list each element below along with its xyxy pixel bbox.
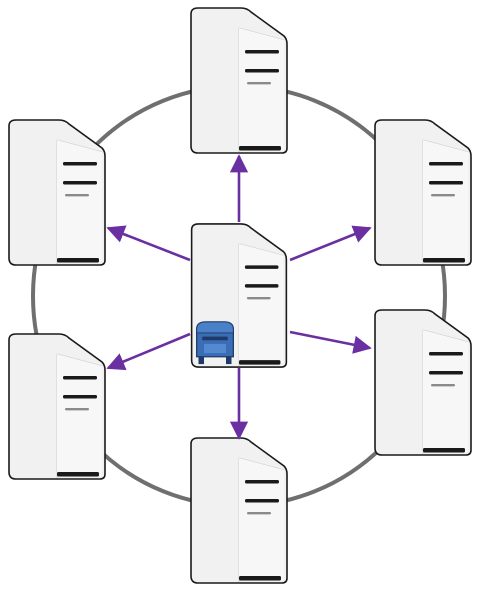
server-peer-upper-right [374, 119, 472, 266]
server-icon [374, 119, 472, 266]
server-icon [374, 309, 472, 456]
server-peer-upper-left [8, 119, 106, 266]
server-icon [8, 333, 106, 480]
server-peer-top [190, 7, 288, 154]
server-peer-bottom [190, 437, 288, 584]
server-hub [190, 223, 288, 368]
server-icon [190, 7, 288, 154]
arrow-to-lower-left [106, 332, 191, 371]
server-icon [190, 437, 288, 584]
arrow-to-upper-left [106, 225, 191, 262]
server-peer-lower-left [8, 333, 106, 480]
server-peer-lower-right [374, 309, 472, 456]
arrow-to-upper-right [289, 225, 372, 262]
server-icon [8, 119, 106, 266]
connection-arrows [106, 154, 372, 440]
arrow-to-lower-right [289, 330, 372, 354]
